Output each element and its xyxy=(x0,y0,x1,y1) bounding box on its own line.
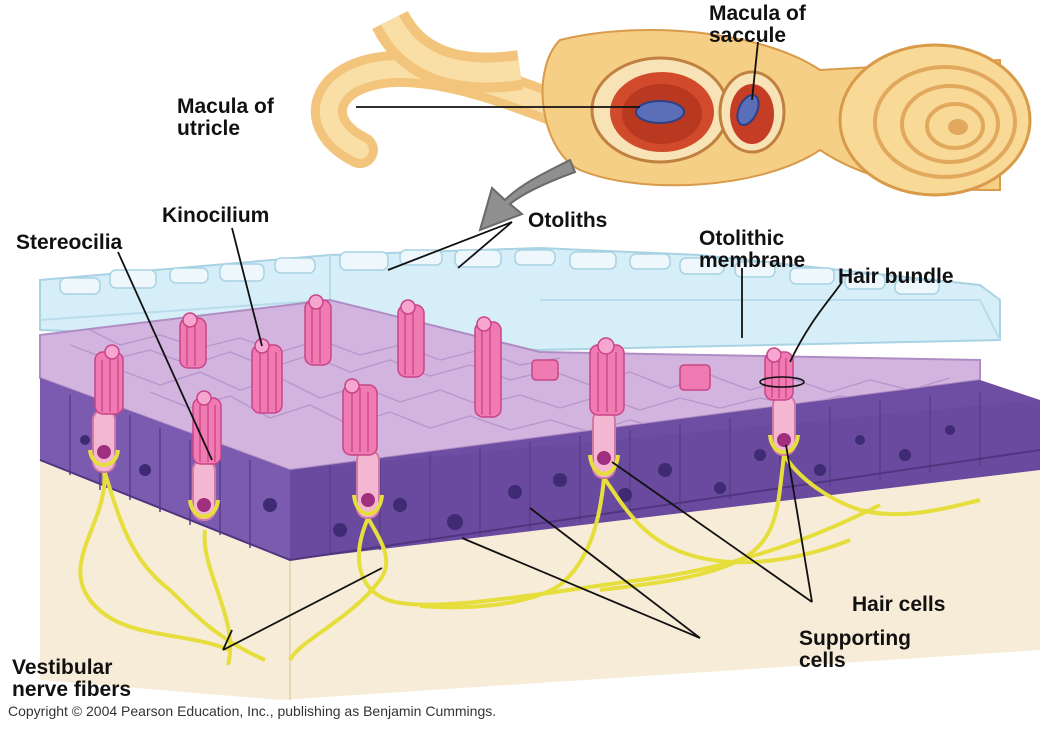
label-stereocilia: Stereocilia xyxy=(16,232,122,254)
label-macula-utricle: Macula of utricle xyxy=(177,96,274,140)
label-otolithic-membrane-line2: membrane xyxy=(699,250,805,272)
utricle xyxy=(592,58,728,162)
label-hair-cells: Hair cells xyxy=(852,594,945,616)
label-otolithic-membrane-line1: Otolithic xyxy=(699,228,805,250)
label-supporting-cells-line1: Supporting xyxy=(799,628,911,650)
label-supporting-cells-line2: cells xyxy=(799,650,911,672)
label-vestibular-line2: nerve fibers xyxy=(12,679,131,701)
saccule xyxy=(720,72,784,152)
label-hair-bundle: Hair bundle xyxy=(838,266,954,288)
label-macula-utricle-line2: utricle xyxy=(177,118,274,140)
label-macula-saccule-line2: saccule xyxy=(709,25,806,47)
label-vestibular-line1: Vestibular xyxy=(12,657,131,679)
cochlea xyxy=(840,45,1030,195)
label-vestibular-nerve-fibers: Vestibular nerve fibers xyxy=(12,657,131,701)
label-kinocilium: Kinocilium xyxy=(162,205,269,227)
label-otolithic-membrane: Otolithic membrane xyxy=(699,228,805,272)
labyrinth-inset xyxy=(329,20,1030,230)
copyright-notice: Copyright © 2004 Pearson Education, Inc.… xyxy=(8,703,496,719)
label-macula-saccule: Macula of saccule xyxy=(709,3,806,47)
label-supporting-cells: Supporting cells xyxy=(799,628,911,672)
label-otoliths: Otoliths xyxy=(528,210,607,232)
label-macula-saccule-line1: Macula of xyxy=(709,3,806,25)
macula-utricle-spot xyxy=(636,101,684,123)
label-macula-utricle-line1: Macula of xyxy=(177,96,274,118)
